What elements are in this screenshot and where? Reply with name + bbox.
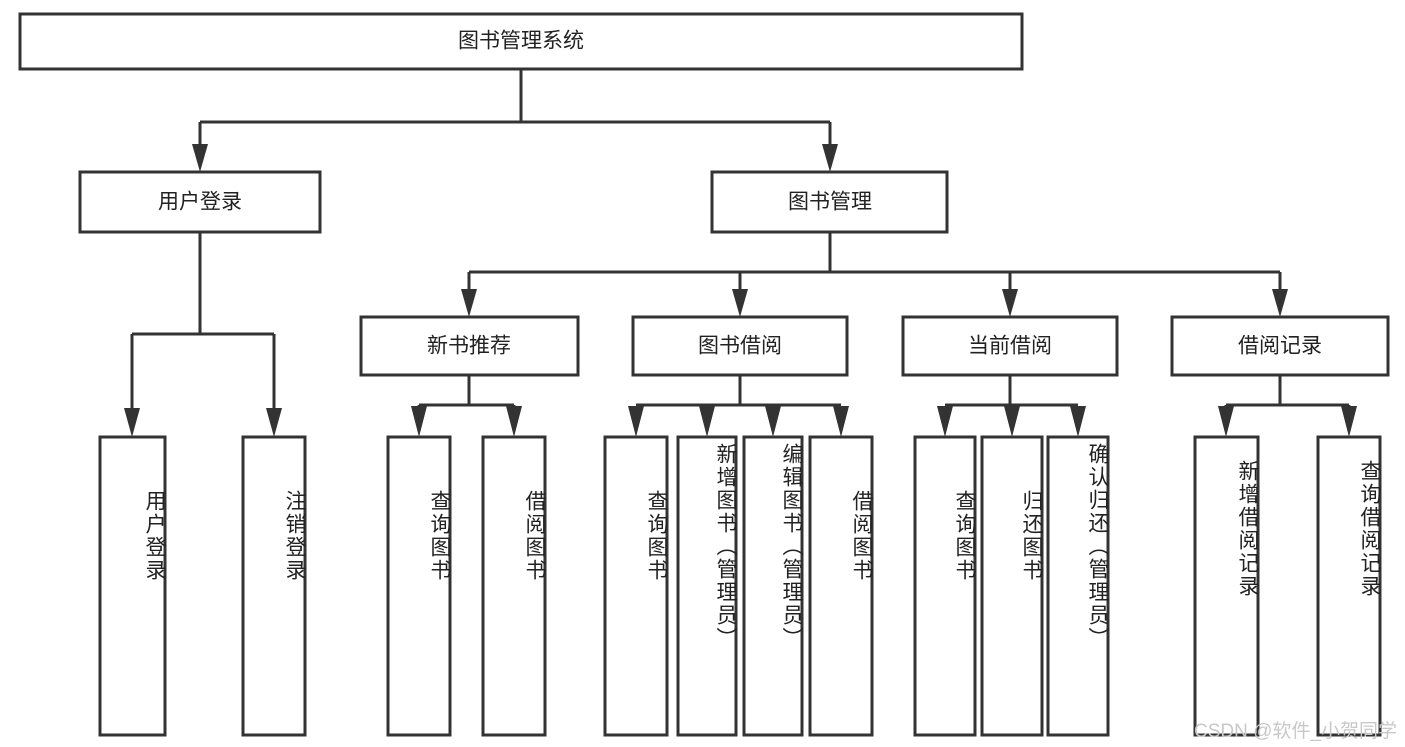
arrow-to-borrow-record-icon: [1272, 289, 1288, 317]
arrow-leaf-return-book-icon: [1004, 406, 1020, 437]
node-user-login-box[interactable]: [78, 170, 322, 234]
node-leaf-user-login-box[interactable]: [98, 435, 167, 737]
arrow-to-borrow-books-icon: [732, 289, 748, 317]
node-book-mgmt-box[interactable]: [710, 170, 949, 234]
node-leaf-logout-box[interactable]: [241, 435, 307, 737]
node-book-mgmt-label: 图书管理: [788, 191, 872, 214]
node-leaf-return-book-box[interactable]: [980, 435, 1044, 737]
node-leaf-edit-book-box[interactable]: [742, 435, 804, 737]
node-leaf-query-record-box[interactable]: [1316, 435, 1382, 737]
arrow-leaf-query-book-a-icon: [411, 406, 427, 437]
arrow-leaf-logout-icon: [266, 408, 282, 437]
node-leaf-borrow-book-b-box[interactable]: [808, 435, 874, 737]
node-user-login-label: 用户登录: [158, 191, 242, 214]
arrow-leaf-borrow-book-b-icon: [833, 406, 849, 437]
node-leaf-query-book-b-box[interactable]: [603, 435, 669, 737]
arrow-leaf-query-record-icon: [1341, 406, 1357, 437]
node-new-books-box[interactable]: [359, 315, 580, 377]
arrow-leaf-borrow-book-a-icon: [506, 406, 522, 437]
node-current-borrow-box[interactable]: [901, 315, 1119, 377]
arrow-leaf-add-book-icon: [699, 406, 715, 437]
node-leaf-confirm-return-box[interactable]: [1046, 435, 1110, 737]
arrow-leaf-query-book-b-icon: [628, 406, 644, 437]
arrow-leaf-add-record-icon: [1218, 406, 1234, 437]
arrow-to-user-login-icon: [192, 144, 208, 172]
node-new-books-label: 新书推荐: [427, 335, 511, 358]
node-leaf-query-book-a-box[interactable]: [386, 435, 452, 737]
node-root-label: 图书管理系统: [458, 30, 584, 53]
arrow-leaf-user-login-icon: [124, 408, 140, 437]
node-current-borrow-label: 当前借阅: [968, 335, 1052, 358]
node-leaf-query-book-c-box[interactable]: [913, 435, 977, 737]
arrow-to-new-books-icon: [461, 289, 477, 317]
node-borrow-books-box[interactable]: [631, 315, 849, 377]
node-layer: 图书管理系统 用户登录 图书管理 新书推荐 图书借阅 当前借阅 借阅记录: [18, 12, 1390, 737]
connector-layer: [124, 69, 1357, 437]
watermark-text: CSDN @软件_小贺同学: [1194, 721, 1397, 742]
node-leaf-add-book-box[interactable]: [676, 435, 738, 737]
node-borrow-record-box[interactable]: [1170, 315, 1390, 377]
node-borrow-books-label: 图书借阅: [698, 335, 782, 358]
node-borrow-record-label: 借阅记录: [1238, 335, 1322, 358]
node-root-box[interactable]: [18, 12, 1024, 71]
node-leaf-borrow-book-a-box[interactable]: [481, 435, 547, 737]
node-leaf-add-record-box[interactable]: [1193, 435, 1260, 737]
arrow-leaf-query-book-c-icon: [937, 406, 953, 437]
arrow-to-book-mgmt-icon: [822, 144, 838, 172]
arrow-to-current-borrow-icon: [1002, 289, 1018, 317]
arrow-leaf-confirm-return-icon: [1070, 406, 1086, 437]
arrow-leaf-edit-book-icon: [765, 406, 781, 437]
